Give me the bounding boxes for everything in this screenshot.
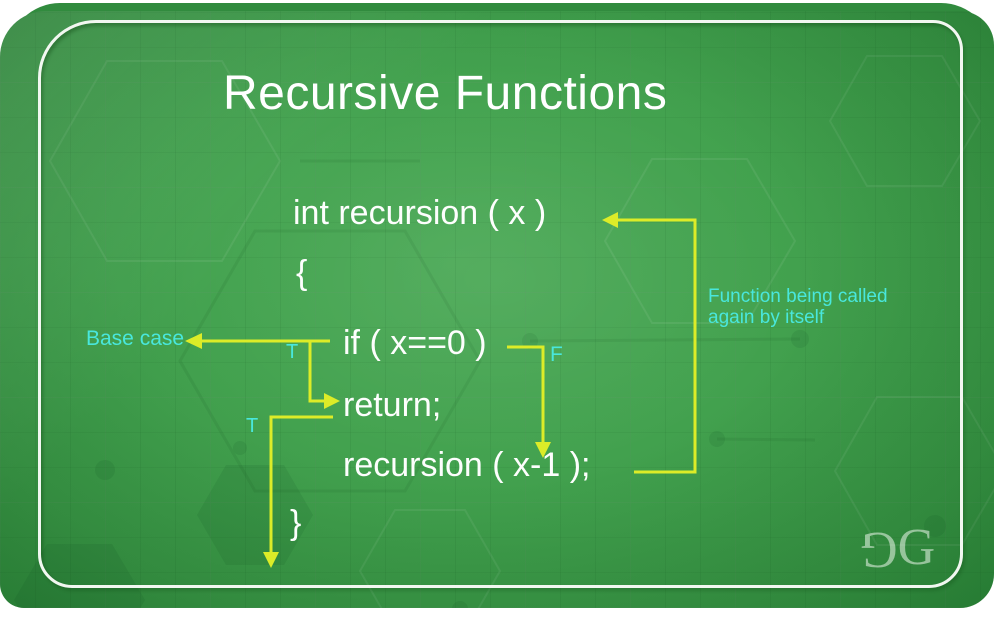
label-true-bottom: T: [246, 415, 259, 437]
label-loop-note: Function being called again by itself: [708, 286, 938, 328]
page-title: Recursive Functions: [223, 67, 668, 120]
arrowhead-left-signature: [602, 212, 618, 228]
loop-note-line2: again by itself: [708, 307, 825, 328]
code-recursive-call: recursion ( x-1 );: [343, 446, 591, 484]
label-base-case: Base case: [86, 327, 185, 350]
code-open-brace: {: [296, 254, 308, 292]
circuit-line: [529, 337, 801, 343]
circuit-node: [452, 601, 468, 608]
grid-pattern: [0, 11, 994, 608]
arrow-false-branch-line: [507, 345, 545, 444]
arrow-true-branch-line: [308, 341, 324, 403]
arrowhead-right-return: [324, 393, 340, 409]
circuit-node: [522, 333, 538, 349]
label-false-branch: F: [550, 343, 563, 366]
code-signature: int recursion ( x ): [293, 194, 547, 232]
arrow-recursion-loop-line: [617, 218, 697, 474]
arrowhead-down-exit: [263, 552, 279, 568]
hex-outline: [48, 60, 282, 262]
arrowhead-left-base-case: [185, 333, 202, 349]
hex-outline: [358, 509, 502, 608]
code-return: return;: [343, 386, 442, 424]
corner-highlight: [0, 11, 994, 608]
circuit-node: [791, 330, 809, 348]
geeksforgeeks-logo: GG: [864, 518, 936, 578]
arrow-true-exit-line: [269, 415, 333, 554]
geeksforgeeks-logo-g: G: [897, 519, 936, 576]
circuit-node: [709, 431, 725, 447]
green-card: [0, 11, 994, 608]
geeksforgeeks-logo-flipped-g: G: [864, 521, 898, 578]
hex-filled: [197, 465, 313, 565]
arrowhead-down-recursive-call: [535, 442, 551, 458]
loop-note-line1: Function being called: [708, 286, 888, 307]
circuit-node: [95, 460, 115, 480]
inner-border-frame: [38, 20, 963, 588]
label-true-top: T: [286, 341, 299, 363]
vignette-overlay: [0, 11, 994, 608]
code-if-condition: if ( x==0 ): [343, 324, 487, 362]
circuit-node: [233, 441, 247, 455]
code-close-brace: }: [290, 504, 302, 542]
hex-outline-dark: [178, 229, 482, 493]
circuit-line: [716, 437, 816, 442]
hex-outline: [603, 158, 797, 324]
